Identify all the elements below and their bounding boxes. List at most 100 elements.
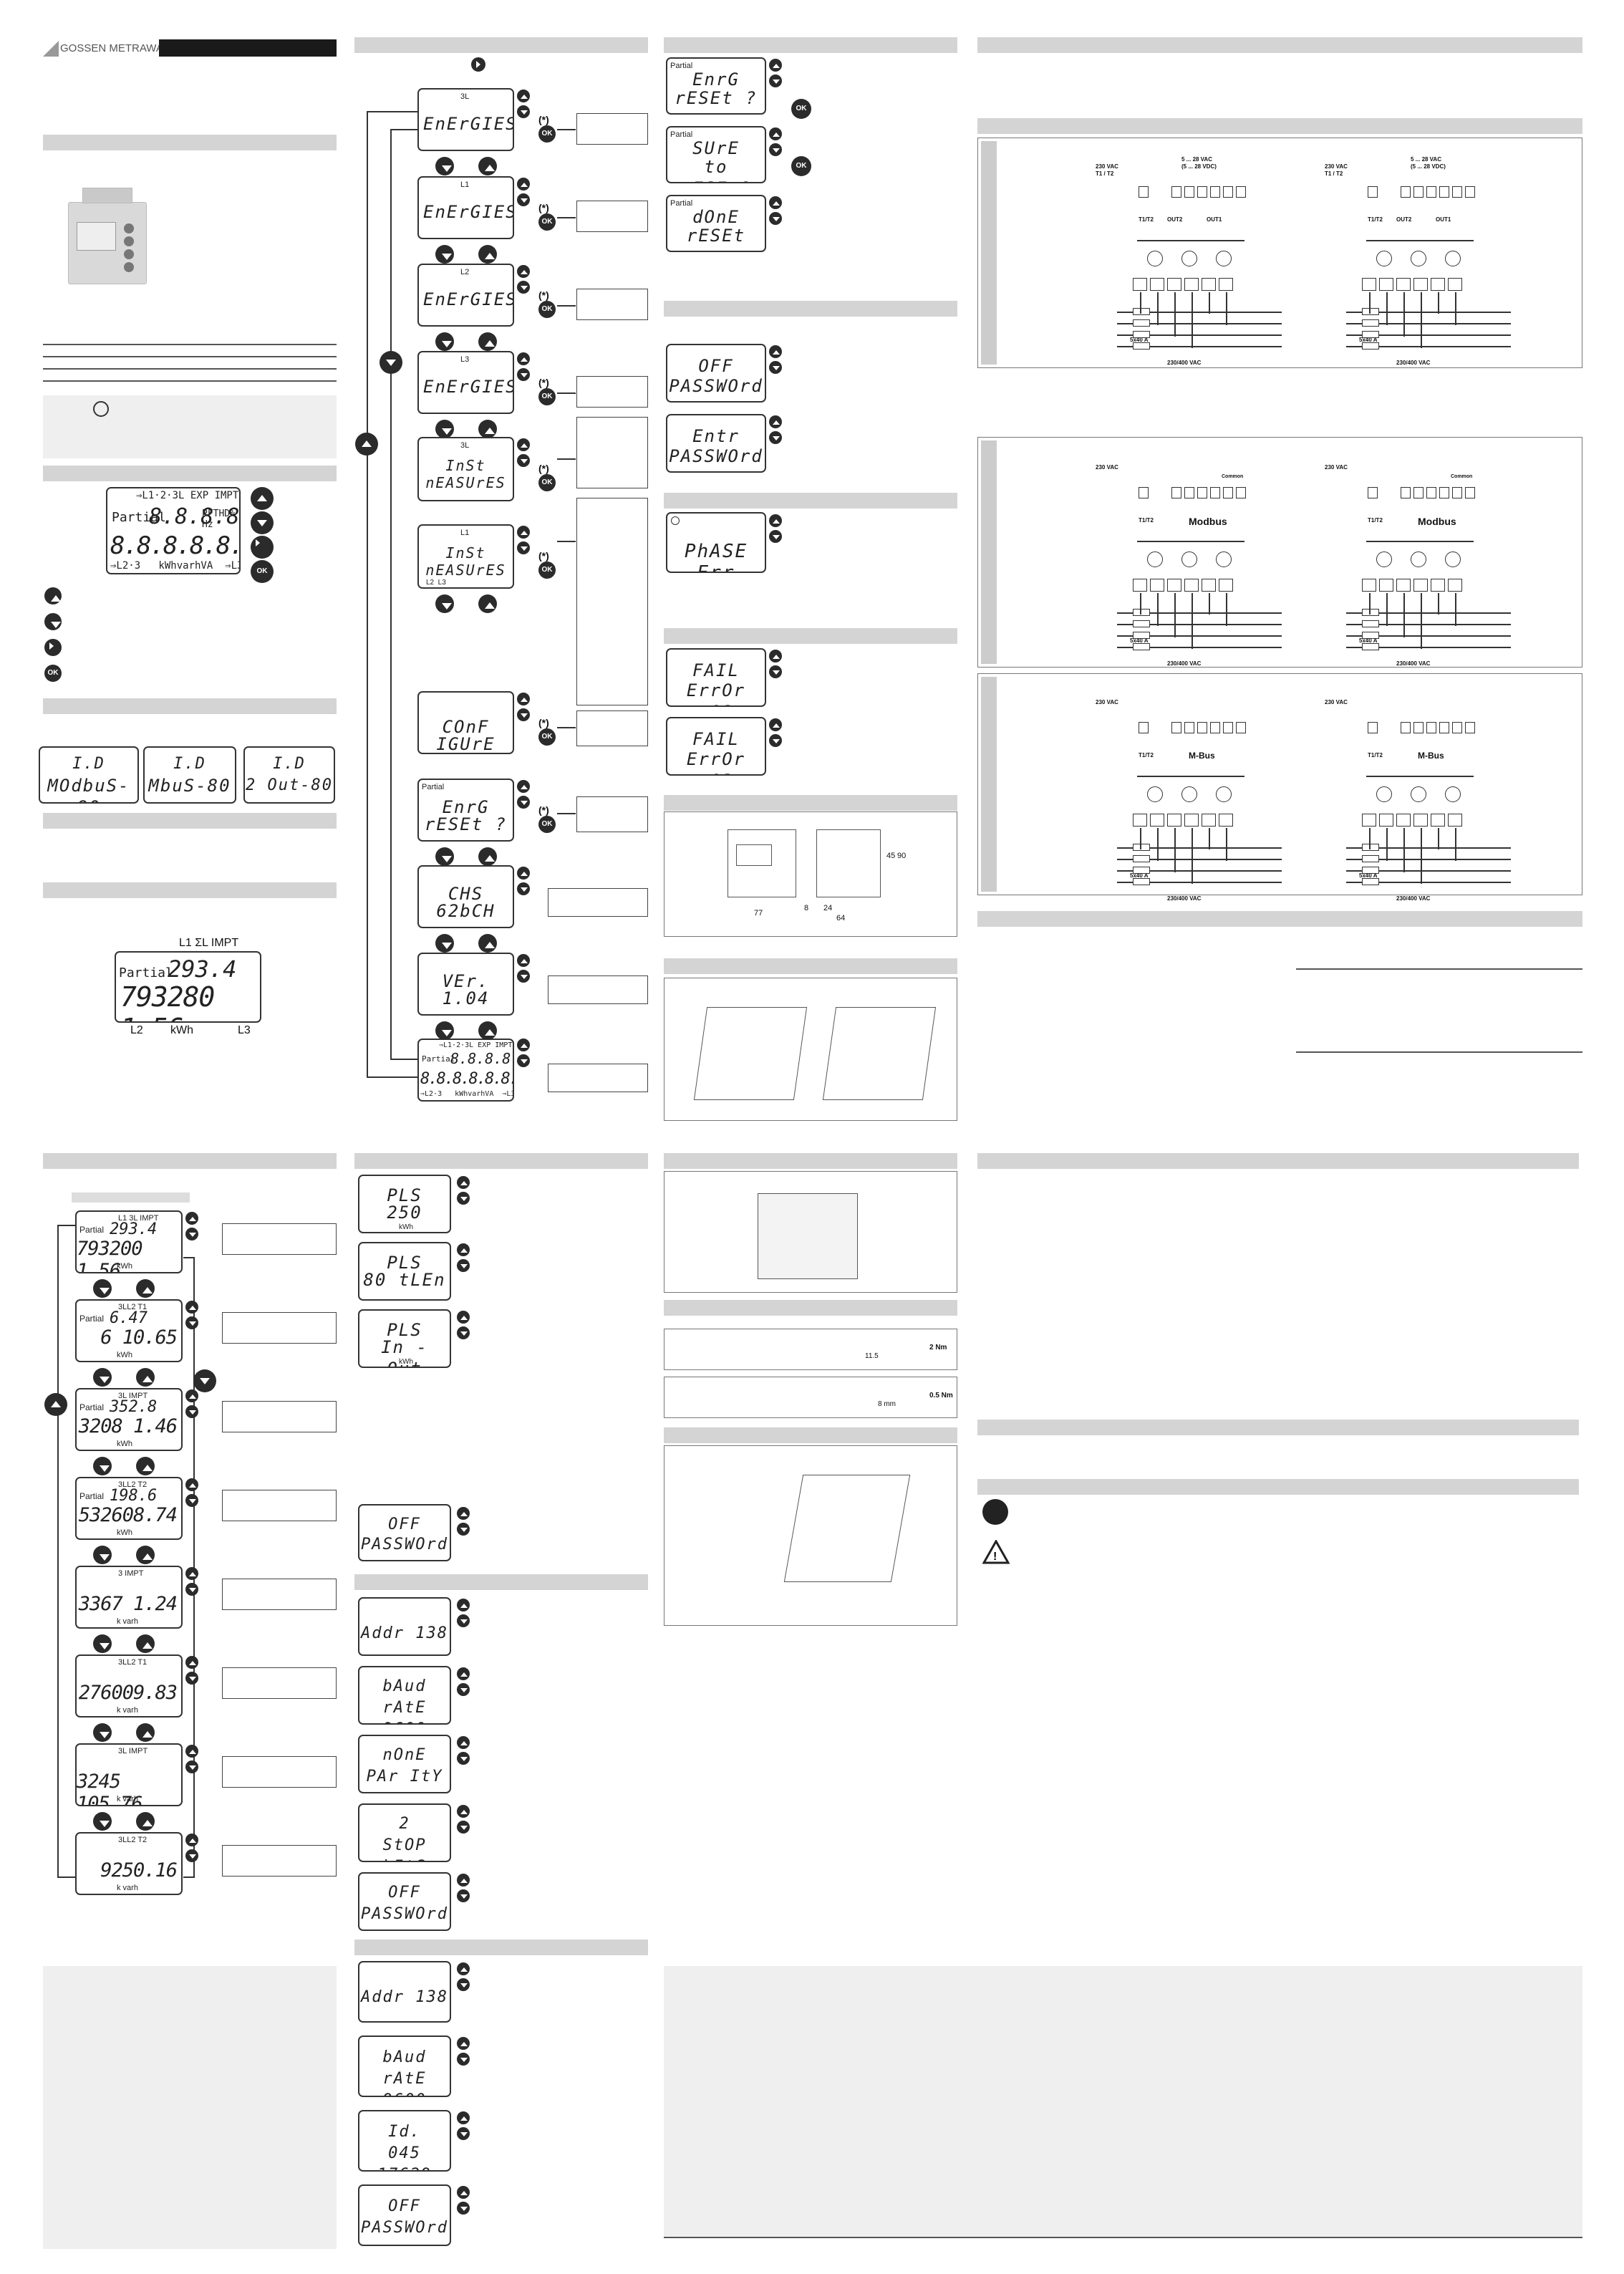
up-icon bbox=[185, 1834, 198, 1846]
down-button[interactable] bbox=[93, 1546, 112, 1564]
up-icon bbox=[457, 1599, 470, 1611]
down-icon bbox=[457, 1683, 470, 1696]
down-button[interactable] bbox=[93, 1457, 112, 1475]
ok-legend-icon: OK bbox=[44, 665, 62, 682]
up-button[interactable] bbox=[478, 594, 497, 613]
down-button[interactable] bbox=[251, 511, 274, 534]
up-button[interactable] bbox=[478, 1021, 497, 1040]
rule bbox=[1296, 968, 1582, 970]
down-button[interactable] bbox=[435, 934, 454, 953]
up-button[interactable] bbox=[478, 420, 497, 438]
arrow-line bbox=[557, 541, 576, 542]
up-icon bbox=[517, 438, 530, 451]
example-label-l2: L2 bbox=[130, 1024, 143, 1036]
down-icon bbox=[185, 1672, 198, 1685]
up-button[interactable] bbox=[136, 1368, 155, 1387]
down-icon bbox=[457, 1192, 470, 1205]
up-button[interactable] bbox=[136, 1279, 155, 1298]
ok-button[interactable]: OK bbox=[538, 125, 556, 143]
down-icon bbox=[185, 1316, 198, 1329]
ok-button[interactable]: OK bbox=[538, 562, 556, 579]
section-header bbox=[664, 1427, 957, 1443]
example-label-kwh: kWh bbox=[170, 1024, 193, 1036]
dimension-drawing: 77 8 24 64 45 90 bbox=[664, 811, 957, 937]
arrow-line bbox=[557, 217, 576, 218]
down-button[interactable] bbox=[93, 1368, 112, 1387]
down-icon bbox=[185, 1494, 198, 1507]
text-box bbox=[576, 417, 648, 488]
text-box bbox=[576, 113, 648, 145]
ok-confirm-button[interactable]: OK bbox=[791, 156, 811, 176]
up-icon bbox=[517, 178, 530, 191]
down-button[interactable] bbox=[435, 594, 454, 613]
up-button[interactable] bbox=[478, 332, 497, 351]
down-icon bbox=[517, 882, 530, 895]
wiring-panel-mbus bbox=[977, 673, 1582, 895]
flow-line bbox=[57, 1225, 75, 1226]
down-button[interactable] bbox=[435, 420, 454, 438]
section-header bbox=[43, 135, 337, 150]
list-up-button[interactable] bbox=[44, 1393, 67, 1416]
flow-line bbox=[367, 111, 368, 1078]
arrow-line bbox=[557, 305, 576, 307]
up-button[interactable] bbox=[136, 1812, 155, 1831]
text-box bbox=[576, 289, 648, 320]
up-button[interactable] bbox=[136, 1723, 155, 1742]
down-button[interactable] bbox=[435, 245, 454, 264]
menu-down-button[interactable] bbox=[380, 351, 402, 374]
right-button[interactable] bbox=[251, 536, 274, 559]
modbus-display: Addr 138 bbox=[358, 1597, 451, 1656]
up-button[interactable] bbox=[251, 487, 274, 510]
down-button[interactable] bbox=[435, 157, 454, 175]
flow-line bbox=[57, 1876, 75, 1878]
wiring-panel-modbus bbox=[977, 437, 1582, 668]
down-button[interactable] bbox=[93, 1279, 112, 1298]
text-box bbox=[222, 1312, 337, 1344]
ok-button[interactable]: OK bbox=[538, 213, 556, 231]
torque-row: 11.5 2 Nm bbox=[664, 1329, 957, 1370]
example-top: L1 ΣL IMPT bbox=[179, 937, 239, 949]
down-icon bbox=[517, 368, 530, 381]
down-button[interactable] bbox=[93, 1723, 112, 1742]
list-down-button[interactable] bbox=[193, 1369, 216, 1392]
up-button[interactable] bbox=[478, 245, 497, 264]
ok-button[interactable]: OK bbox=[538, 816, 556, 833]
up-button[interactable] bbox=[478, 934, 497, 953]
up-button[interactable] bbox=[478, 157, 497, 175]
up-button[interactable] bbox=[478, 847, 497, 866]
ok-button[interactable]: OK bbox=[251, 560, 274, 583]
down-button[interactable] bbox=[435, 1021, 454, 1040]
ok-confirm-button[interactable]: OK bbox=[791, 99, 811, 119]
up-icon bbox=[769, 59, 782, 72]
up-icon bbox=[457, 2037, 470, 2050]
up-button[interactable] bbox=[136, 1546, 155, 1564]
down-icon bbox=[457, 1978, 470, 1991]
down-button[interactable] bbox=[435, 847, 454, 866]
dim-h1: 45 bbox=[886, 852, 896, 860]
down-button[interactable] bbox=[93, 1812, 112, 1831]
down-icon bbox=[517, 193, 530, 206]
ok-button[interactable]: OK bbox=[538, 728, 556, 746]
up-icon bbox=[769, 514, 782, 527]
example-lcd: Partial 293.4 793280 1.56 bbox=[115, 951, 261, 1023]
menu-up-button[interactable] bbox=[355, 433, 378, 456]
up-button[interactable] bbox=[136, 1634, 155, 1653]
ok-button[interactable]: OK bbox=[538, 474, 556, 491]
up-icon bbox=[517, 867, 530, 880]
section-header bbox=[664, 493, 957, 509]
down-button[interactable] bbox=[93, 1634, 112, 1653]
ok-button[interactable]: OK bbox=[538, 301, 556, 318]
lcd-demo: Partial ⇒L1·2·3L EXP IMPT 8.8.8.8 PFTHD%… bbox=[106, 487, 241, 574]
down-button[interactable] bbox=[435, 332, 454, 351]
ok-button[interactable]: OK bbox=[538, 388, 556, 405]
up-button[interactable] bbox=[136, 1457, 155, 1475]
